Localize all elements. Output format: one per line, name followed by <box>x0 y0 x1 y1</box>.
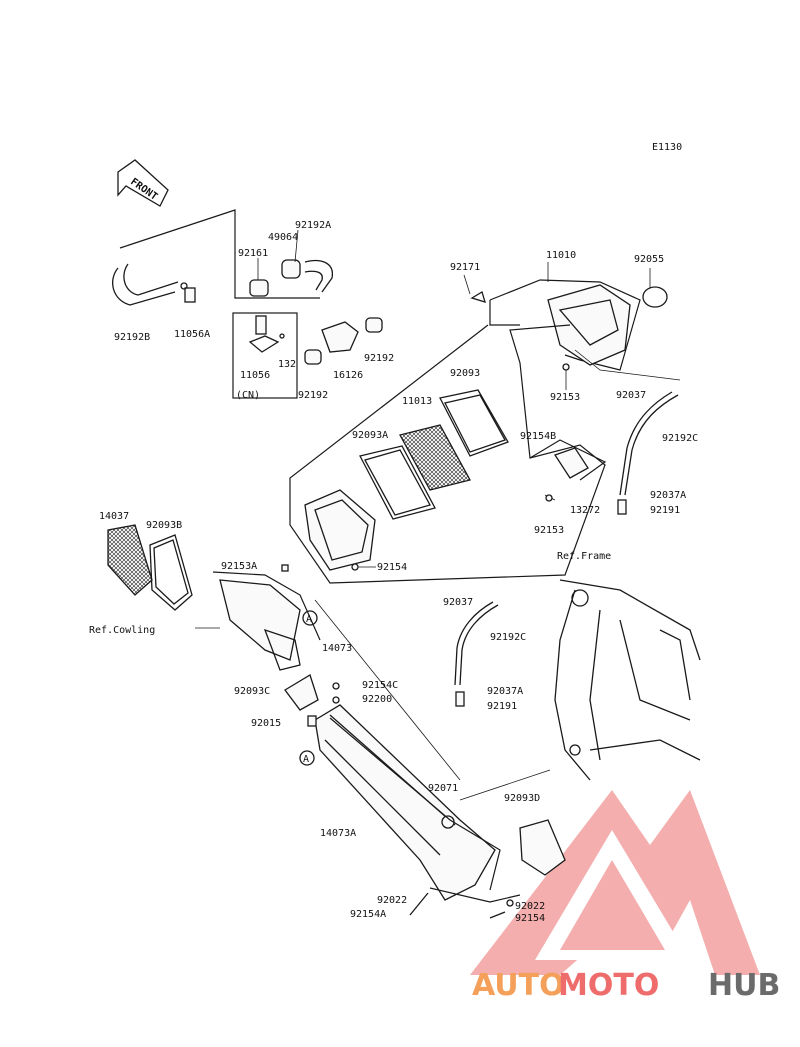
label-92154B: 92154B <box>520 431 556 442</box>
label-14073: 14073 <box>322 643 352 654</box>
label-14037: 14037 <box>99 511 129 522</box>
label-92192C-right: 92192C <box>662 433 698 444</box>
label-ref-cowling: Ref.Cowling <box>89 625 155 636</box>
label-92093: 92093 <box>450 368 480 379</box>
bracket-13272 <box>529 439 607 501</box>
label-92022-right: 92022 <box>515 901 545 912</box>
label-11010: 11010 <box>546 250 576 261</box>
label-92154C: 92154C <box>362 680 398 691</box>
label-92192-right: 92192 <box>364 353 394 364</box>
label-92055: 92055 <box>634 254 664 265</box>
label-92093C: 92093C <box>234 686 270 697</box>
drain-hose-right <box>574 349 681 515</box>
air-filters <box>359 389 509 520</box>
label-92093B: 92093B <box>146 520 182 531</box>
label-92037-left: 92037 <box>443 597 473 608</box>
label-92015: 92015 <box>251 718 281 729</box>
breather-assembly <box>112 209 383 399</box>
fasteners <box>281 363 570 919</box>
label-92191-right: 92191 <box>650 505 680 516</box>
label-92154A: 92154A <box>350 909 386 920</box>
watermark-logo <box>470 790 760 975</box>
label-92153A: 92153A <box>221 561 257 572</box>
label-92192C-left: 92192C <box>490 632 526 643</box>
air-cleaner-upper <box>289 262 668 584</box>
drain-hose-left <box>454 601 499 707</box>
label-49064: 49064 <box>268 232 298 243</box>
label-92161: 92161 <box>238 248 268 259</box>
label-14073A: 14073A <box>320 828 356 839</box>
label-11013: 11013 <box>402 396 432 407</box>
diagram-code: E1130 <box>652 142 682 153</box>
label-92037A-left: 92037A <box>487 686 523 697</box>
label-92093D: 92093D <box>504 793 540 804</box>
label-92153-top: 92153 <box>550 392 580 403</box>
label-11056: 11056 <box>240 370 270 381</box>
cowling-parts <box>107 524 321 711</box>
svg-text:A: A <box>306 614 312 625</box>
label-92037-right: 92037 <box>616 390 646 401</box>
label-92037A-right: 92037A <box>650 490 686 501</box>
air-cleaner-lower <box>304 489 376 571</box>
label-92191-left: 92191 <box>487 701 517 712</box>
reference-marker-a-1: A <box>302 610 318 626</box>
svg-text:AUTO: AUTO <box>472 968 565 1003</box>
leader-lines <box>195 229 651 801</box>
part-labels: 92192A 49064 92161 92192B 11056A 11056 1… <box>89 220 698 924</box>
label-92171: 92171 <box>450 262 480 273</box>
label-13272: 13272 <box>570 505 600 516</box>
vehicle-frame <box>554 579 701 781</box>
intake-duct <box>314 704 566 903</box>
label-92153-mid: 92153 <box>534 525 564 536</box>
label-92200: 92200 <box>362 694 392 705</box>
label-92022-left: 92022 <box>377 895 407 906</box>
front-arrow-icon: FRONT <box>117 159 169 207</box>
label-92192B: 92192B <box>114 332 150 343</box>
label-92154-mid: 92154 <box>377 562 407 573</box>
label-92154-bottom: 92154 <box>515 913 545 924</box>
label-92093A: 92093A <box>352 430 388 441</box>
label-cn: (CN) <box>236 390 260 401</box>
svg-text:A: A <box>303 754 309 765</box>
watermark-text: AUTO MOTO HUB <box>472 968 780 1003</box>
label-11056A: 11056A <box>174 329 210 340</box>
label-92192-left: 92192 <box>298 390 328 401</box>
label-16126: 16126 <box>333 370 363 381</box>
reference-marker-a-2: A <box>299 750 315 766</box>
label-92192A: 92192A <box>295 220 331 231</box>
svg-text:MOTO: MOTO <box>558 968 659 1003</box>
label-ref-frame: Ref.Frame <box>557 551 611 562</box>
label-132: 132 <box>278 359 296 370</box>
label-92071: 92071 <box>428 783 458 794</box>
svg-text:HUB: HUB <box>708 968 780 1003</box>
